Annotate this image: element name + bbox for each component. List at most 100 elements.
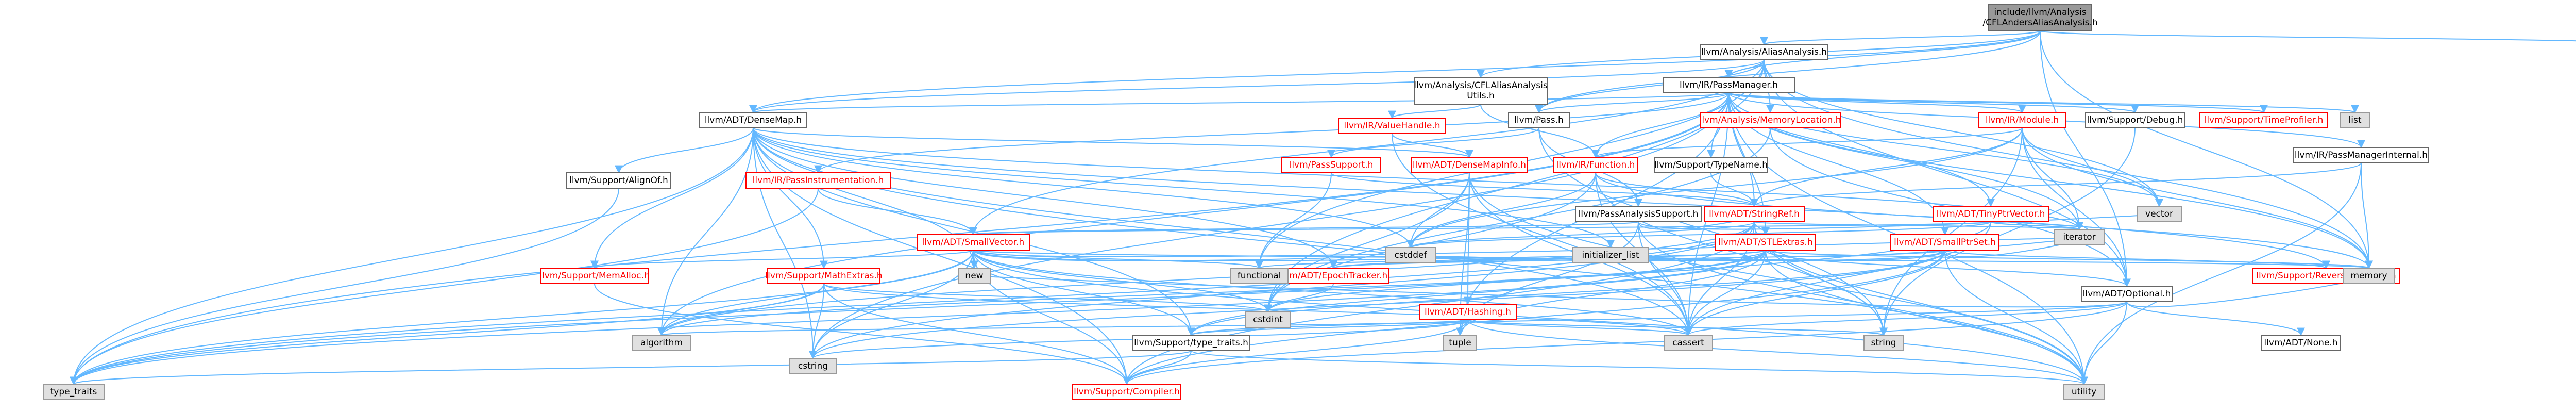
edge-pm-to-list — [1728, 92, 2359, 113]
node-box — [1575, 206, 1702, 222]
node-memalloc[interactable]: llvm/Support/MemAlloc.h — [539, 268, 650, 284]
node-smallvector[interactable]: llvm/ADT/SmallVector.h — [917, 234, 1030, 251]
edge-tinyptr-to-cstddef — [1406, 221, 1991, 249]
node-box — [2085, 112, 2185, 128]
node-box — [2340, 112, 2370, 128]
edge-smallvector-to-iterator — [973, 233, 2087, 257]
node-tinyptr[interactable]: llvm/ADT/TinyPtrVector.h — [1933, 206, 2049, 222]
node-aa[interactable]: llvm/Analysis/AliasAnalysis.h — [1700, 44, 1828, 60]
node-compiler[interactable]: llvm/Support/Compiler.h — [1072, 384, 1181, 400]
edge-smallptrset-to-reverseiter — [1944, 250, 2330, 269]
node-vh[interactable]: llvm/IR/ValueHandle.h — [1338, 118, 1446, 134]
node-cassert[interactable]: cassert — [1664, 335, 1713, 351]
edge-hashing-to-cassert — [1467, 319, 1692, 336]
edge-pm-to-pass — [1535, 92, 1730, 113]
node-mathextras[interactable]: llvm/Support/MathExtras.h — [765, 268, 883, 284]
node-label: llvm/Support/TypeName.h — [1654, 160, 1768, 170]
node-new[interactable]: new — [958, 268, 991, 284]
edge-smallptrset-to-compiler — [1123, 250, 1945, 385]
edge-tinyptr-to-smallvector — [970, 221, 1991, 236]
node-box — [2293, 147, 2429, 163]
node-tuple[interactable]: tuple — [1443, 335, 1477, 351]
node-box — [1704, 206, 1805, 222]
dependency-edges — [70, 30, 2576, 385]
node-cstdint[interactable]: cstdint — [1245, 311, 1291, 328]
node-label: new — [965, 271, 983, 281]
edge-hashing-to-utility — [1467, 319, 2088, 385]
edge-aa-to-cstdint — [1264, 59, 1765, 313]
edge-stlextras-to-algorithm — [657, 250, 1766, 336]
node-box — [917, 234, 1030, 251]
node-passsupport[interactable]: llvm/PassSupport.h — [1281, 157, 1381, 173]
node-typetraits[interactable]: type_traits — [43, 384, 105, 400]
node-timeprof[interactable]: llvm/Support/TimeProfiler.h — [2199, 112, 2328, 128]
node-epoch[interactable]: llvm/ADT/EpochTracker.h — [1277, 268, 1389, 284]
edge-passinstr-to-typetraits — [70, 188, 819, 385]
node-stringref[interactable]: llvm/ADT/StringRef.h — [1704, 206, 1805, 222]
node-pminternal[interactable]: llvm/IR/PassManagerInternal.h — [2293, 147, 2429, 163]
node-densemapinfo[interactable]: llvm/ADT/DenseMapInfo.h — [1411, 157, 1528, 173]
node-functional[interactable]: functional — [1230, 268, 1289, 284]
edge-smallvector-to-memalloc — [590, 250, 974, 269]
edge-root-to-pass — [1535, 30, 2041, 113]
node-alignof[interactable]: llvm/Support/AlignOf.h — [566, 172, 671, 189]
node-label: llvm/ADT/TinyPtrVector.h — [1937, 209, 2045, 219]
edge-smallptrset-to-typetraitsh — [1187, 250, 1945, 336]
node-algorithm[interactable]: algorithm — [632, 335, 691, 351]
node-box — [1700, 44, 1828, 60]
node-initlist[interactable]: initializer_list — [1572, 247, 1649, 263]
node-box — [1281, 157, 1381, 173]
node-label: llvm/Support/Compiler.h — [1074, 387, 1180, 397]
edge-root-to-densemap — [749, 30, 2041, 113]
node-label: llvm/ADT/EpochTracker.h — [1279, 271, 1388, 281]
node-utility[interactable]: utility — [2063, 384, 2105, 400]
node-label: llvm/IR/Function.h — [1556, 160, 1635, 170]
node-optional[interactable]: llvm/ADT/Optional.h — [2081, 286, 2173, 302]
node-module[interactable]: llvm/IR/Module.h — [1978, 112, 2066, 128]
node-typename[interactable]: llvm/Support/TypeName.h — [1654, 157, 1768, 173]
node-memloc[interactable]: llvm/Analysis/MemoryLocation.h — [1700, 112, 1841, 128]
node-label: llvm/Analysis/AliasAnalysis.h — [1701, 47, 1827, 57]
edge-mathextras-to-cstdint — [823, 283, 1272, 313]
node-box — [1508, 112, 1570, 128]
node-debug[interactable]: llvm/Support/Debug.h — [2085, 112, 2185, 128]
node-label: llvm/ADT/Optional.h — [2083, 289, 2171, 299]
node-memory[interactable]: memory — [2343, 268, 2395, 284]
node-none[interactable]: llvm/ADT/None.h — [2261, 335, 2341, 351]
node-label: llvm/IR/ValueHandle.h — [1344, 121, 1440, 131]
node-root[interactable]: include/llvm/Analysis/CFLAndersAliasAnal… — [1982, 4, 2098, 31]
node-list[interactable]: list — [2340, 112, 2370, 128]
node-box — [2199, 112, 2328, 128]
node-densemap[interactable]: llvm/ADT/DenseMap.h — [699, 112, 807, 128]
node-cstring[interactable]: cstring — [789, 358, 837, 374]
node-passinstr[interactable]: llvm/IR/PassInstrumentation.h — [745, 172, 891, 189]
node-label: llvm/IR/PassManagerInternal.h — [2295, 150, 2428, 160]
node-box — [1572, 247, 1649, 263]
edge-densemap-to-algorithm — [657, 127, 754, 336]
edge-stlextras-to-utility — [1765, 250, 2088, 385]
edge-stlextras-to-functional — [1255, 250, 1766, 269]
node-box — [566, 172, 671, 189]
node-stlextras[interactable]: llvm/ADT/STLExtras.h — [1715, 234, 1816, 251]
edge-module-to-string — [1879, 127, 2023, 336]
node-string[interactable]: string — [1863, 335, 1904, 351]
node-vector[interactable]: vector — [2137, 206, 2182, 222]
node-cstddef[interactable]: cstddef — [1385, 247, 1436, 263]
node-pm[interactable]: llvm/IR/PassManager.h — [1663, 77, 1795, 93]
node-hashing[interactable]: llvm/ADT/Hashing.h — [1419, 304, 1517, 320]
edge-mathextras-to-typetraits — [70, 283, 824, 385]
node-function[interactable]: llvm/IR/Function.h — [1553, 157, 1638, 173]
node-smallptrset[interactable]: llvm/ADT/SmallPtrSet.h — [1890, 234, 1999, 251]
edge-densemap-to-epoch — [753, 127, 1337, 269]
edge-stlextras-to-typetraitsh — [1187, 250, 1766, 336]
edge-smallvector-to-utility — [973, 250, 2088, 385]
edge-stringref-to-compiler — [1123, 221, 1755, 385]
node-box — [2063, 384, 2105, 400]
node-pass[interactable]: llvm/Pass.h — [1508, 112, 1570, 128]
node-pas[interactable]: llvm/PassAnalysisSupport.h — [1575, 206, 1702, 222]
edge-module-to-iterator — [2022, 127, 2083, 230]
node-typetraitsh[interactable]: llvm/Support/type_traits.h — [1132, 335, 1250, 351]
node-iterator[interactable]: iterator — [2054, 229, 2105, 245]
